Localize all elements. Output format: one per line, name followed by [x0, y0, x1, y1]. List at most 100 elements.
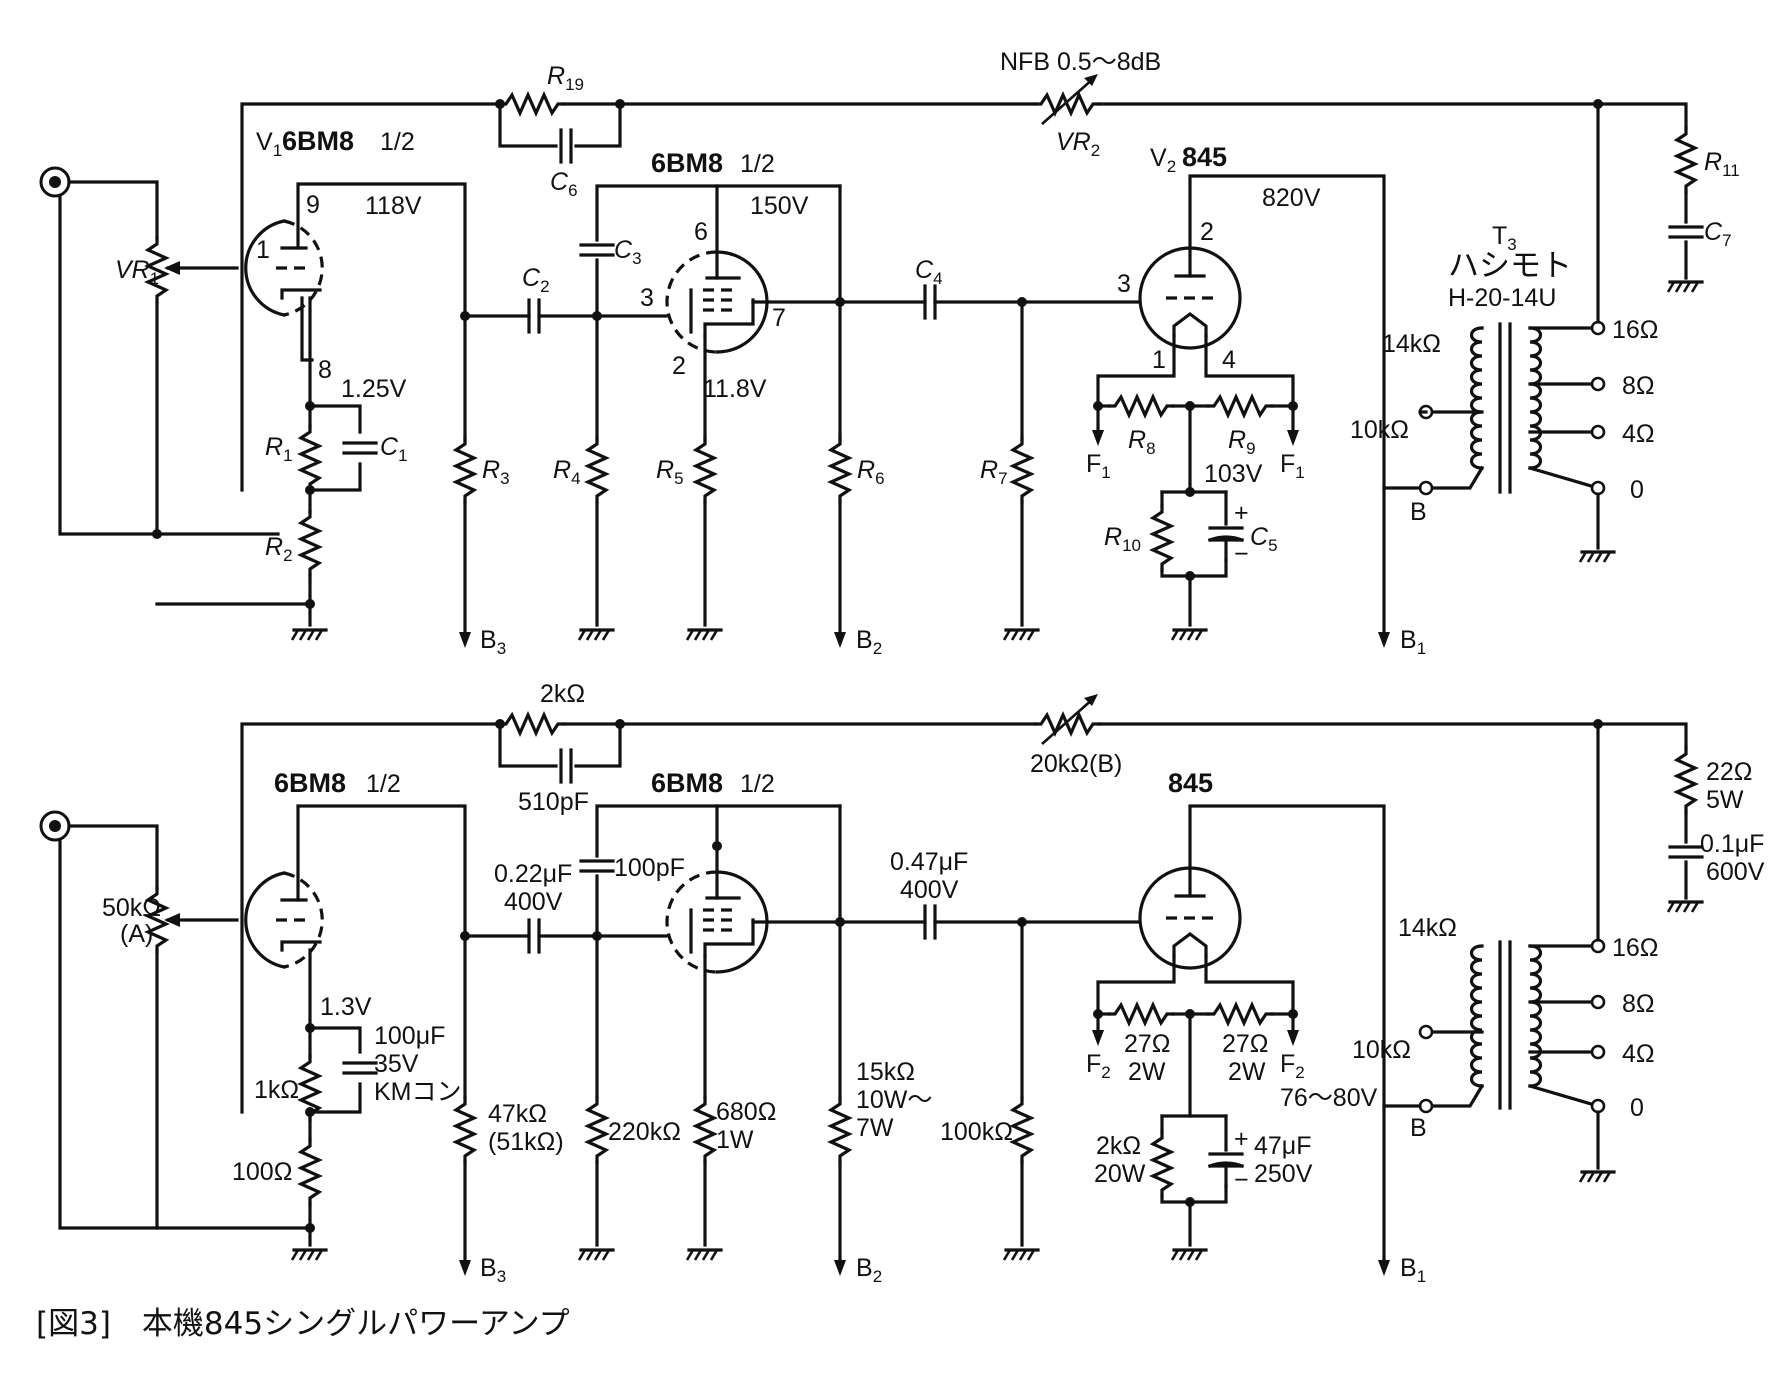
r5-value: 680Ω: [716, 1098, 776, 1126]
r10-value: 2kΩ: [1096, 1132, 1141, 1160]
c3-capacitor: [579, 859, 615, 873]
vr2-variable-resistor: [1033, 713, 1101, 735]
r2-resistor: [299, 1138, 321, 1206]
f1-arrow: [1092, 430, 1104, 446]
b3-arrow: [459, 632, 471, 648]
b1-arrow: [1378, 1260, 1390, 1276]
out16-label: 16Ω: [1612, 316, 1659, 344]
svg-text:R9: R9: [1228, 426, 1256, 458]
c4-voltage: 400V: [900, 876, 959, 904]
svg-text:VR2: VR2: [1056, 128, 1100, 160]
r8-value: 27Ω: [1124, 1030, 1171, 1058]
pin2-label: 2: [672, 352, 686, 380]
ground-symbol: [685, 628, 723, 642]
r6-value: 15kΩ: [856, 1058, 915, 1086]
bottom-circuit: 50kΩ (A) 6BM8 1/2 B3 47kΩ (51kΩ) 1.3V 1k…: [39, 680, 1765, 1286]
c1-type: KMコン: [374, 1078, 462, 1106]
v1-triode-tube: [240, 870, 340, 970]
b3-arrow: [459, 1260, 471, 1276]
ground-symbol: [1666, 280, 1704, 294]
v1-type-label: 6BM8: [282, 126, 354, 156]
b2-label: B: [856, 1254, 873, 1282]
f2-label: F: [1280, 1050, 1295, 1078]
vr1-type: (A): [120, 920, 153, 948]
r3-label: R: [482, 456, 500, 484]
svg-text:F1: F1: [1280, 450, 1305, 482]
svg-text:F1: F1: [1086, 450, 1111, 482]
f2-arrow: [1092, 1030, 1104, 1046]
f2-arrow: [1287, 1030, 1299, 1046]
svg-text:B3: B3: [480, 626, 506, 658]
v1-label: V: [256, 128, 273, 156]
t3-model-label: H-20-14U: [1448, 284, 1556, 312]
vr2-variable-resistor: [1033, 93, 1101, 115]
r2-value: 100Ω: [232, 1158, 292, 1186]
b1-label: B: [1400, 1254, 1417, 1282]
r8-resistor: [1107, 395, 1175, 417]
tap-b-terminal: [1418, 480, 1434, 496]
out-16-terminal: [1590, 320, 1606, 336]
r6-power-alt: 7W: [856, 1114, 894, 1142]
out-8-terminal: [1590, 994, 1606, 1010]
vr1-label: VR1: [115, 256, 159, 288]
c1-capacitor: [342, 1061, 378, 1075]
c1-capacitor: [342, 441, 378, 455]
r2-label: R: [265, 533, 283, 561]
c7-capacitor: [1668, 225, 1704, 239]
f2-label: F: [1086, 1050, 1101, 1078]
r9-label: R: [1228, 426, 1246, 454]
out8-label: 8Ω: [1622, 372, 1655, 400]
r3-resistor: [454, 436, 476, 504]
svg-text:T3: T3: [1492, 222, 1517, 254]
ground-symbol: [1578, 550, 1616, 564]
r4-label: R: [553, 456, 571, 484]
svg-text:R6: R6: [857, 456, 885, 488]
r7-label: R: [980, 456, 998, 484]
c5-label: C: [1250, 523, 1269, 551]
r10-label: R: [1104, 523, 1122, 551]
out-8-terminal: [1590, 376, 1606, 392]
vr1-value: 50kΩ: [102, 894, 161, 922]
pin4-label: 4: [1222, 346, 1236, 374]
v2-type-label: 6BM8: [651, 768, 723, 798]
r11-value: 22Ω: [1706, 758, 1753, 786]
svg-text:C6: C6: [550, 168, 578, 200]
c7-label: C: [1704, 218, 1723, 246]
svg-text:C2: C2: [522, 264, 550, 296]
v1-type-label: 6BM8: [274, 768, 346, 798]
v1-half-label: 1/2: [380, 128, 415, 156]
c2-voltage: 400V: [504, 888, 563, 916]
c7-value: 0.1μF: [1700, 830, 1764, 858]
r3-value: 47kΩ: [488, 1100, 547, 1128]
r4-value: 220kΩ: [608, 1118, 681, 1146]
cathode-voltage: 1.3V: [320, 993, 372, 1021]
r5-resistor: [694, 1096, 716, 1164]
svg-text:B1: B1: [1400, 1254, 1426, 1286]
c4-value: 0.47μF: [890, 848, 968, 876]
svg-text:R11: R11: [1704, 148, 1740, 180]
r3-alt-value: (51kΩ): [488, 1128, 564, 1156]
v1-cathode-voltage: 1.25V: [341, 375, 407, 403]
svg-text:B1: B1: [1400, 626, 1426, 658]
svg-text:R10: R10: [1104, 523, 1141, 555]
out4-label: 4Ω: [1622, 420, 1655, 448]
r5-label: R: [656, 456, 674, 484]
tap14k-label: 14kΩ: [1398, 914, 1457, 942]
r7-value: 100kΩ: [940, 1118, 1013, 1146]
f1-arrow: [1287, 430, 1299, 446]
r1-value: 1kΩ: [254, 1076, 299, 1104]
v3-type-label: 845: [1182, 142, 1227, 172]
out-4-terminal: [1590, 1044, 1606, 1060]
r1-label: R: [265, 433, 283, 461]
v3-type-label: 845: [1168, 768, 1213, 798]
c4-label: C: [915, 256, 934, 284]
tap-b-terminal: [1418, 1098, 1434, 1114]
r6-power: 10W〜: [856, 1086, 932, 1114]
out8-label: 8Ω: [1622, 990, 1655, 1018]
v2-half-label: 1/2: [740, 770, 775, 798]
ground-symbol: [290, 628, 328, 642]
c1-voltage: 35V: [374, 1050, 419, 1078]
c5-plus: +: [1234, 499, 1249, 527]
top-circuit: VR1 V1 6BM8 1/2 9 1 8 118V 1.25V B3 R3: [39, 48, 1740, 658]
c3-label: C: [614, 236, 633, 264]
